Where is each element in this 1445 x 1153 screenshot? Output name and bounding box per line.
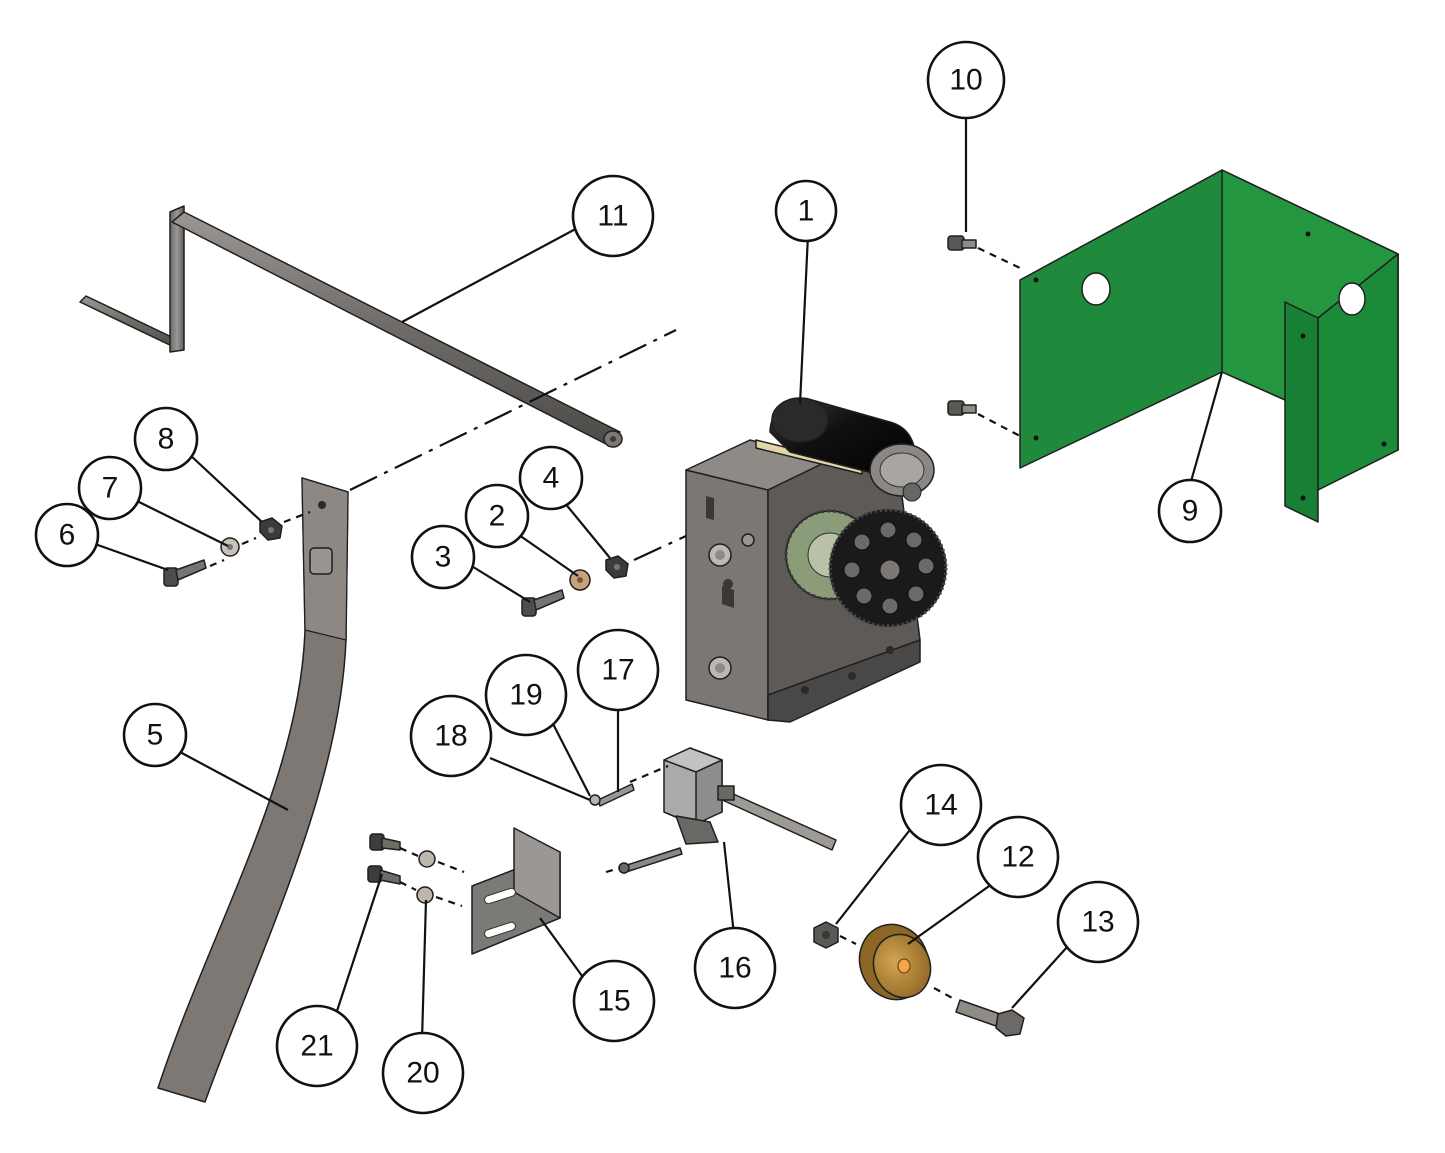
svg-text:5: 5 [147, 719, 164, 752]
callout-11: 11 [571, 174, 655, 258]
callout-2: 2 [464, 483, 530, 549]
switch-plate-part-15 [471, 827, 561, 955]
bolt-part-6 [163, 559, 207, 587]
svg-text:15: 15 [597, 985, 630, 1018]
callout-14: 14 [899, 763, 983, 847]
callout-7: 7 [77, 455, 143, 521]
svg-text:18: 18 [434, 720, 467, 753]
crank-shaft-part-11 [79, 205, 623, 448]
bolt-part-13 [955, 999, 1025, 1037]
svg-text:8: 8 [158, 423, 175, 456]
svg-text:7: 7 [102, 472, 119, 505]
svg-text:6: 6 [59, 519, 76, 552]
svg-text:21: 21 [300, 1030, 333, 1063]
washer-part-20 [416, 850, 436, 904]
svg-text:20: 20 [406, 1057, 439, 1090]
svg-text:14: 14 [924, 789, 957, 822]
screw-part-17 [597, 783, 635, 807]
svg-text:4: 4 [543, 462, 560, 495]
nut-part-4 [605, 555, 629, 579]
screw-part-21 [367, 833, 401, 885]
curved-arm-part-5 [157, 477, 349, 1103]
svg-text:12: 12 [1001, 841, 1034, 874]
nut-part-8 [259, 517, 283, 541]
callout-6: 6 [34, 502, 100, 568]
svg-text:16: 16 [718, 952, 751, 985]
svg-text:2: 2 [489, 500, 506, 533]
svg-text:17: 17 [601, 654, 634, 687]
pulley-part-12 [858, 923, 932, 1001]
callout-3: 3 [410, 524, 476, 590]
washer-part-18 [589, 794, 601, 806]
washer-part-7 [220, 537, 240, 557]
svg-text:13: 13 [1081, 906, 1114, 939]
callout-21: 21 [275, 1004, 359, 1088]
bracket-bolt-part-10 [947, 235, 977, 416]
leader-lines [94, 108, 1224, 1041]
callout-4: 4 [518, 445, 584, 511]
callout-19: 19 [484, 653, 568, 737]
assembly-lines [209, 247, 1021, 1001]
callout-20: 20 [381, 1031, 465, 1115]
callout-8: 8 [133, 406, 199, 472]
winch-assembly-part-1 [685, 397, 948, 723]
callout-15: 15 [572, 959, 656, 1043]
nut-part-14 [813, 921, 839, 949]
svg-text:19: 19 [509, 679, 542, 712]
svg-text:9: 9 [1182, 495, 1199, 528]
callout-5: 5 [122, 702, 188, 768]
callout-10: 10 [926, 40, 1006, 120]
callout-17: 17 [576, 628, 660, 712]
switch-assembly-part-16 [618, 747, 837, 874]
mounting-bracket-part-9 [1019, 169, 1399, 523]
callout-12: 12 [976, 815, 1060, 899]
svg-text:10: 10 [949, 64, 982, 97]
svg-text:1: 1 [798, 195, 815, 228]
svg-text:3: 3 [435, 541, 452, 574]
bolt-part-3 [521, 589, 565, 617]
callout-13: 13 [1056, 880, 1140, 964]
callout-18: 18 [409, 694, 493, 778]
svg-text:11: 11 [597, 200, 628, 233]
callout-16: 16 [693, 926, 777, 1010]
callout-9: 9 [1157, 478, 1223, 544]
callout-1: 1 [774, 179, 838, 243]
